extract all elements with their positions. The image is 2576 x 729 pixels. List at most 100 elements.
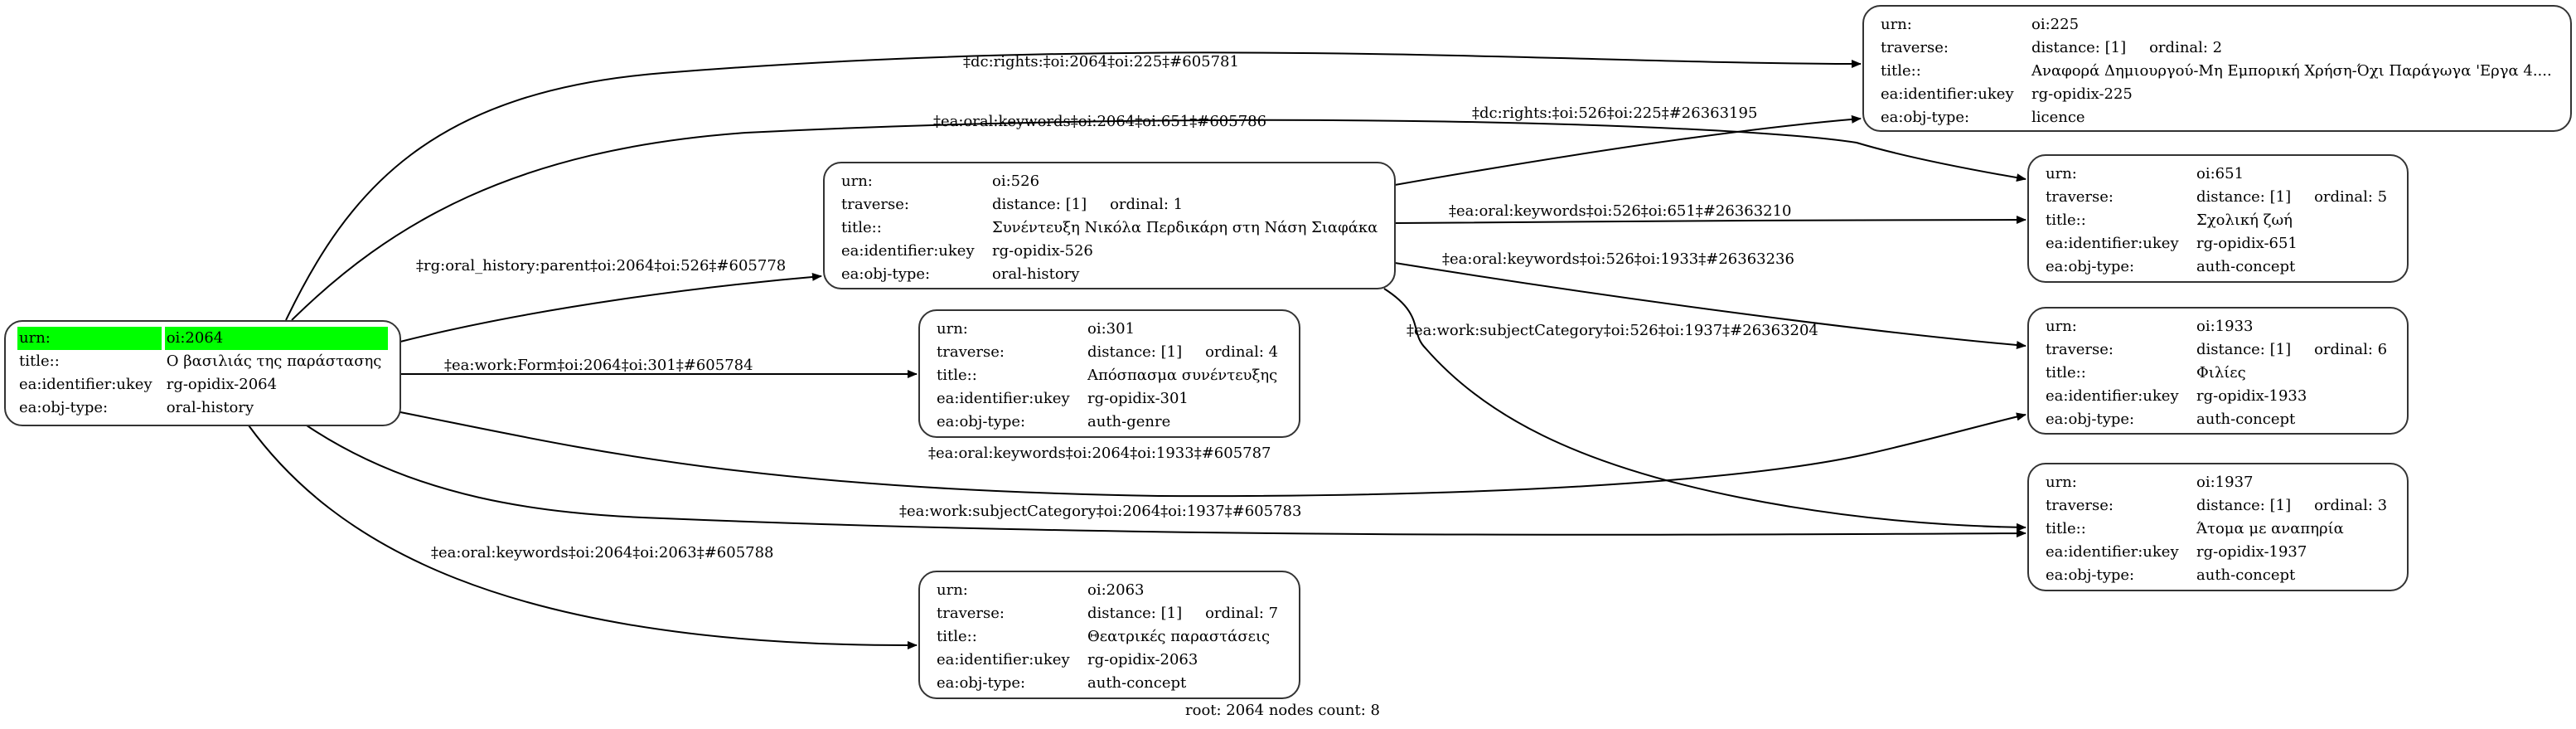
node-2063[interactable]: urn: oi:2063 traverse: distance: [1] ordinal… xyxy=(918,571,1300,699)
field-label: traverse: xyxy=(841,196,909,213)
traverse-ordinal: ordinal: 2 xyxy=(2149,39,2223,56)
edge-e11 xyxy=(248,425,918,650)
field-value-traverse: distance: [1] ordinal: 7 xyxy=(1086,602,1280,625)
field-value-traverse: distance: [1]ordinal: 1 xyxy=(990,193,1379,216)
field-label: title:: xyxy=(1881,62,1921,80)
field-urn: urn:oi:301 xyxy=(935,318,1280,341)
edge-label-e6: ‡ea:oral:keywords‡oi:526‡oi:1933‡#263632… xyxy=(1442,250,1794,268)
field-value-urn: oi:2063 xyxy=(1087,581,1145,599)
field-value-ukey: rg-opidix-651 xyxy=(2196,235,2298,252)
field-value-objtype: oral-history xyxy=(992,265,1080,283)
field-label: urn: xyxy=(841,173,873,190)
field-objtype: ea:obj-type:auth-genre xyxy=(935,411,1280,434)
field-label: ea:obj-type: xyxy=(841,265,931,283)
traverse-distance: distance: [1] xyxy=(2196,188,2292,206)
field-label: ea:identifier:ukey xyxy=(2046,235,2179,252)
field-label: urn: xyxy=(2046,165,2077,182)
field-value-title: Απόσπασμα συνέντευξης xyxy=(1087,367,1278,384)
field-value-title: Συνέντευξη Νικόλα Περδικάρη στη Νάση Σια… xyxy=(992,219,1378,236)
field-value-ukey: rg-opidix-2064 xyxy=(166,376,278,393)
field-traverse: traverse: distance: [1] ordinal: 3 xyxy=(2044,494,2389,518)
traverse-ordinal: ordinal: 1 xyxy=(1110,196,1184,213)
field-label: urn: xyxy=(937,581,968,599)
field-label: traverse: xyxy=(2046,188,2114,206)
edge-label-e11: ‡ea:oral:keywords‡oi:2064‡oi:2063‡#60578… xyxy=(431,544,774,561)
traverse-distance: distance: [1] xyxy=(1087,605,1183,622)
node-526[interactable]: urn:oi:526 traverse: distance: [1]ordinal:… xyxy=(823,162,1396,289)
field-label: ea:obj-type: xyxy=(937,674,1026,692)
field-label: title:: xyxy=(841,219,882,236)
field-traverse: traverse: distance: [1] ordinal: 7 xyxy=(935,602,1280,625)
field-label: traverse: xyxy=(937,605,1005,622)
field-value-ukey: rg-opidix-1933 xyxy=(2196,387,2307,405)
field-value-urn: oi:651 xyxy=(2196,165,2244,182)
field-label: title:: xyxy=(19,352,60,370)
field-urn: urn:oi:526 xyxy=(840,170,1379,193)
field-label: ea:identifier:ukey xyxy=(19,376,153,393)
edge-e6 xyxy=(1394,262,2026,350)
edge-label-e3: ‡dc:rights:‡oi:526‡oi:225‡#26363195 xyxy=(1472,104,1758,122)
node-root-2064[interactable]: urn:oi:2064 title::Ο βασιλιάς της παράστ… xyxy=(4,320,401,426)
field-value-ukey: rg-opidix-526 xyxy=(992,242,1093,260)
field-value-traverse: distance: [1] ordinal: 5 xyxy=(2195,186,2389,209)
field-label: traverse: xyxy=(937,343,1005,361)
traverse-ordinal: ordinal: 7 xyxy=(1205,605,1279,622)
field-objtype: ea:obj-type:auth-concept xyxy=(2044,408,2389,431)
edge-e3 xyxy=(1394,114,1862,186)
traverse-distance: distance: [1] xyxy=(2196,497,2292,514)
field-label: title:: xyxy=(2046,364,2086,382)
field-title: title::Άτομα με αναπηρία xyxy=(2044,518,2389,541)
footer-status: root: 2064 nodes count: 8 xyxy=(1185,702,1380,719)
field-label: title:: xyxy=(937,367,977,384)
field-label: ea:identifier:ukey xyxy=(2046,387,2179,405)
traverse-ordinal: ordinal: 5 xyxy=(2314,188,2388,206)
field-urn: urn:oi:1937 xyxy=(2044,471,2389,494)
field-label: urn: xyxy=(17,327,162,350)
field-objtype: ea:obj-type:auth-concept xyxy=(935,672,1280,695)
field-label: ea:identifier:ukey xyxy=(1881,85,2014,103)
field-label: ea:identifier:ukey xyxy=(937,390,1070,407)
edge-e9 xyxy=(399,411,2026,498)
field-ukey: ea:identifier:ukey rg-opidix-225 xyxy=(1879,83,2554,106)
field-objtype: ea:obj-type:auth-concept xyxy=(2044,564,2389,587)
traverse-distance: distance: [1] xyxy=(2031,39,2127,56)
node-1937[interactable]: urn:oi:1937 traverse: distance: [1] ordinal… xyxy=(2027,463,2409,591)
field-value-objtype: auth-concept xyxy=(2196,566,2296,584)
field-value-title: Θεατρικές παραστάσεις xyxy=(1087,628,1271,645)
field-label: traverse: xyxy=(2046,341,2114,358)
node-651[interactable]: urn: oi:651 traverse: distance: [1] ordinal:… xyxy=(2027,154,2409,283)
edge-label-e10: ‡ea:work:subjectCategory‡oi:2064‡oi:1937… xyxy=(899,503,1302,520)
field-traverse: traverse: distance: [1]ordinal: 6 xyxy=(2044,338,2389,362)
field-title: title::Αναφορά Δημιουργού-Μη Εμπορική Χρ… xyxy=(1879,60,2554,83)
field-value-ukey: rg-opidix-2063 xyxy=(1087,651,1198,668)
field-label: title:: xyxy=(2046,520,2086,537)
field-value-urn: oi:301 xyxy=(1087,320,1135,338)
traverse-ordinal: ordinal: 4 xyxy=(1205,343,1279,361)
field-value-title: Φιλίες xyxy=(2196,364,2246,382)
field-value-urn: oi:1937 xyxy=(2196,474,2254,491)
field-value-ukey: rg-opidix-225 xyxy=(2031,85,2133,103)
field-label: traverse: xyxy=(2046,497,2114,514)
field-title: title::Θεατρικές παραστάσεις xyxy=(935,625,1280,649)
field-value-traverse: distance: [1]ordinal: 6 xyxy=(2195,338,2389,362)
field-label: ea:obj-type: xyxy=(2046,411,2135,428)
field-value-objtype: auth-concept xyxy=(2196,258,2296,275)
edge-e5 xyxy=(1394,216,2026,225)
traverse-ordinal: ordinal: 3 xyxy=(2314,497,2388,514)
field-objtype: ea:obj-type:licence xyxy=(1879,106,2554,129)
field-urn: urn: oi:651 xyxy=(2044,163,2389,186)
edge-label-e2: ‡ea:oral:keywords‡oi:2064‡oi:651‡#605786 xyxy=(933,113,1267,130)
field-value-ukey: rg-opidix-301 xyxy=(1087,390,1189,407)
edge-label-e1: ‡dc:rights:‡oi:2064‡oi:225‡#605781 xyxy=(963,53,1239,70)
field-label: ea:obj-type: xyxy=(2046,258,2135,275)
field-label: urn: xyxy=(2046,318,2077,335)
traverse-distance: distance: [1] xyxy=(2196,341,2292,358)
field-objtype: ea:obj-type: auth-concept xyxy=(2044,255,2389,279)
field-value-objtype: oral-history xyxy=(166,399,254,416)
